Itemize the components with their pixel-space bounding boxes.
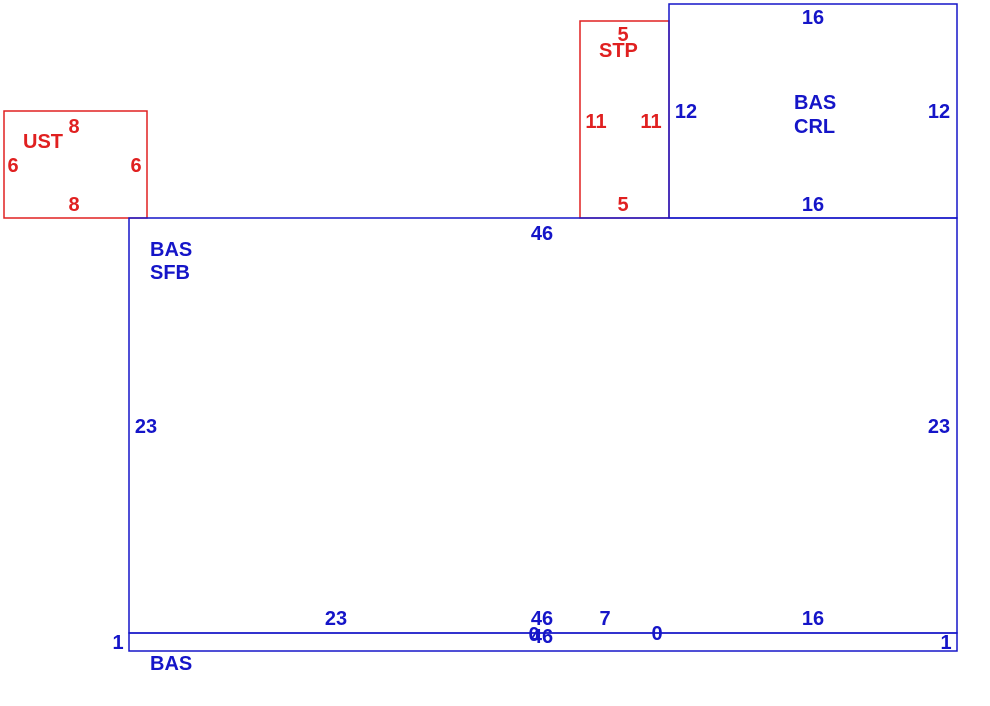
room-ust-left-dim: 6 <box>7 155 18 177</box>
room-stp-label: STP <box>599 40 638 62</box>
room-bas-sfb-label-line2: SFB <box>150 262 190 284</box>
room-ust-outline <box>3 110 148 219</box>
room-bas-sfb-right-dim: 23 <box>928 416 950 438</box>
room-bas-bottom-dim: 0 <box>528 624 539 646</box>
room-bas-label: BAS <box>150 653 192 675</box>
room-bas-sfb[interactable]: BAS SFB 46 23 23 23 46 7 16 <box>128 217 958 634</box>
room-bas-sfb-bottom-dim: 46 <box>531 608 553 630</box>
room-bas-bottom-dim: 0 <box>651 623 662 645</box>
room-stp-left-dim: 11 <box>585 111 606 133</box>
room-bas-crl-bottom-dim: 16 <box>802 194 824 216</box>
room-bas[interactable]: BAS 1 1 0 46 0 <box>112 623 958 675</box>
room-ust[interactable]: UST 8 8 6 6 <box>3 110 148 219</box>
room-bas-bottom-dim: 46 <box>531 626 553 648</box>
room-bas-sfb-bottom-dim: 7 <box>599 608 610 630</box>
room-bas-left-dim: 1 <box>112 632 123 654</box>
room-stp[interactable]: STP 5 5 11 11 <box>579 20 670 219</box>
room-bas-sfb-left-dim: 23 <box>135 416 157 438</box>
room-stp-bottom-dim: 5 <box>617 194 628 216</box>
room-ust-bottom-dim: 8 <box>68 194 79 216</box>
room-bas-crl-right-dim: 12 <box>928 101 950 123</box>
room-bas-crl-label-line1: BAS <box>794 92 836 114</box>
room-ust-top-dim: 8 <box>68 116 79 138</box>
room-bas-crl[interactable]: BAS CRL 16 16 12 12 <box>668 3 958 219</box>
room-ust-right-dim: 6 <box>130 155 141 177</box>
room-bas-right-dim: 1 <box>940 632 951 654</box>
room-bas-crl-left-dim: 12 <box>675 101 697 123</box>
room-bas-crl-top-dim: 16 <box>802 7 824 29</box>
room-bas-sfb-bottom-dim: 16 <box>802 608 824 630</box>
room-bas-outline <box>128 632 958 652</box>
room-bas-sfb-outline <box>128 217 958 634</box>
room-bas-sfb-top-dim: 46 <box>531 223 553 245</box>
room-stp-top-dim: 5 <box>617 24 628 46</box>
room-ust-label: UST <box>23 131 63 153</box>
room-bas-crl-label-line2: CRL <box>794 116 835 138</box>
room-bas-sfb-label-line1: BAS <box>150 239 192 261</box>
room-bas-sfb-bottom-dim: 23 <box>325 608 347 630</box>
room-stp-right-dim: 11 <box>640 111 661 133</box>
